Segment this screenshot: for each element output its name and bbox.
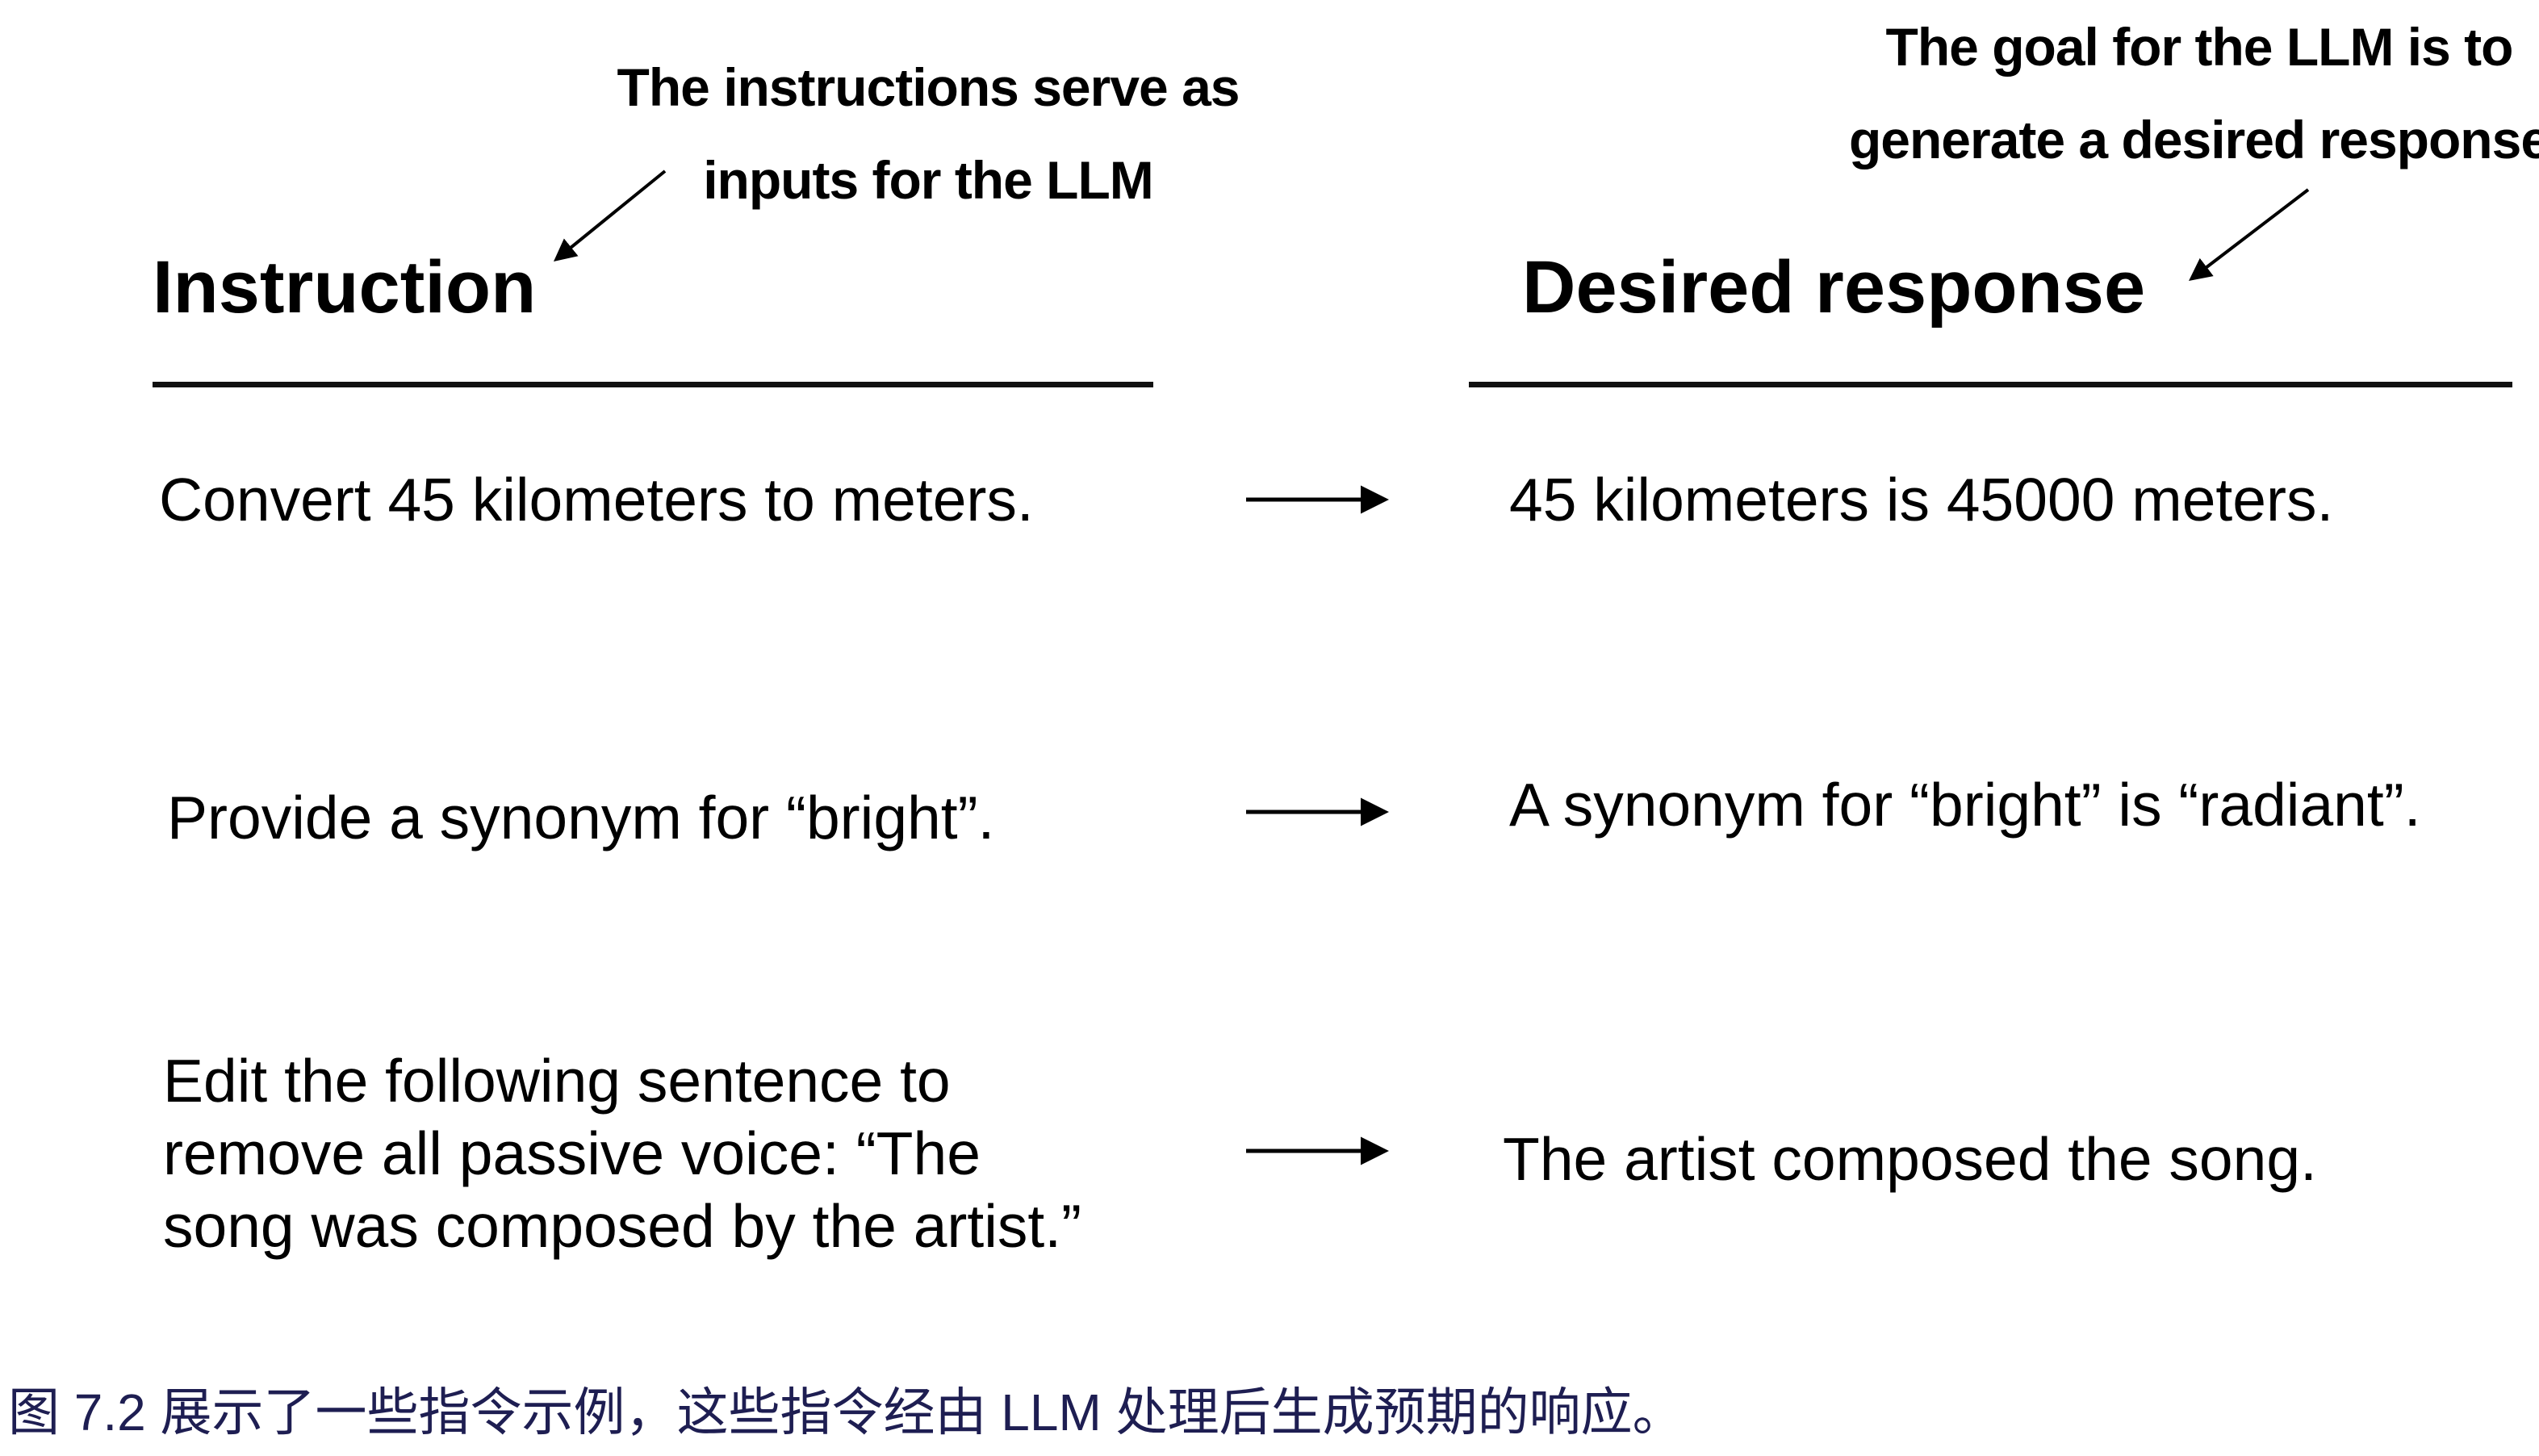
response-cell: A synonym for “bright” is “radiant”. xyxy=(1509,771,2421,839)
annotation-response-note: The goal for the LLM is to generate a de… xyxy=(1848,17,2539,169)
down-left-arrow-icon xyxy=(2189,188,2310,281)
column-header-instruction: Instruction xyxy=(153,246,537,328)
right-arrow-icon xyxy=(1246,1136,1389,1165)
instruction-cell: Provide a synonym for “bright”. xyxy=(167,784,995,851)
figure-caption: 图 7.2 展示了一些指令示例，这些指令经由 LLM 处理后生成预期的响应。 xyxy=(8,1383,1684,1441)
annotation-instructions-note: The instructions serve as inputs for the… xyxy=(617,57,1240,210)
right-arrow-icon xyxy=(1246,485,1389,514)
response-cell: 45 kilometers is 45000 meters. xyxy=(1509,466,2334,533)
response-cell: The artist composed the song. xyxy=(1503,1125,2317,1193)
divider-line xyxy=(153,382,1153,387)
instruction-cell: Convert 45 kilometers to meters. xyxy=(159,466,1034,533)
instruction-cell: Edit the following sentence to remove al… xyxy=(163,1047,1082,1260)
column-header-desired-response: Desired response xyxy=(1522,246,2146,328)
down-left-arrow-icon xyxy=(553,169,667,262)
right-arrow-icon xyxy=(1246,797,1389,826)
divider-line xyxy=(1469,382,2512,387)
